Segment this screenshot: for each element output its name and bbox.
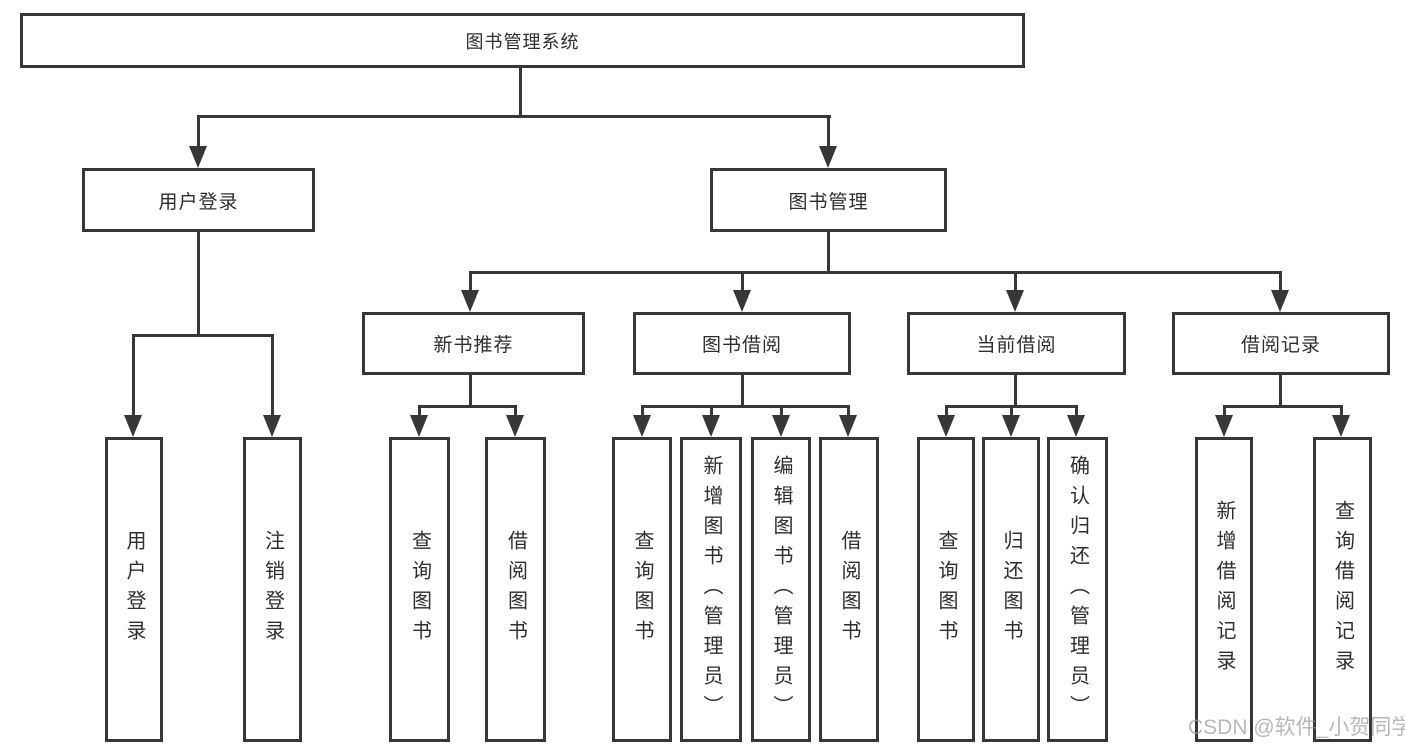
connector-stub — [1014, 271, 1017, 292]
connector-stub — [469, 271, 472, 292]
arrow-down-icon — [733, 290, 751, 312]
connector-stub — [741, 271, 744, 292]
node-label: 查询图书 — [408, 529, 431, 650]
node-return-books: 归还图书 — [982, 437, 1040, 742]
arrow-down-icon — [819, 146, 837, 168]
arrow-down-icon — [506, 415, 524, 437]
node-label: 查询图书 — [935, 529, 957, 650]
node-borrow-books: 借阅图书 — [819, 437, 879, 742]
node-user-login-action: 用户登录 — [105, 437, 163, 742]
connector-stub — [1223, 405, 1226, 417]
connector-stub — [827, 115, 830, 148]
arrow-down-icon — [633, 415, 651, 437]
arrow-down-icon — [124, 415, 142, 437]
node-logout: 注销登录 — [243, 437, 302, 742]
arrow-down-icon — [839, 415, 857, 437]
arrow-down-icon — [189, 146, 207, 168]
connector-stub — [1279, 271, 1282, 292]
connector-stub — [418, 405, 421, 417]
node-label: 新增图书（管理员） — [700, 454, 722, 725]
node-label: 用户登录 — [158, 191, 239, 213]
arrow-down-icon — [410, 415, 428, 437]
connector-book-mgmt-trunk — [827, 232, 830, 274]
connector-group-trunk — [469, 375, 472, 408]
connector-group-branch — [418, 405, 517, 408]
node-label: 借阅图书 — [504, 529, 527, 650]
connector-group-trunk — [1279, 375, 1282, 408]
node-book-borrowing: 图书借阅 — [633, 312, 851, 375]
node-label: 图书管理 — [788, 191, 869, 213]
node-add-borrow-record: 新增借阅记录 — [1195, 437, 1253, 742]
connector-stub — [847, 405, 850, 417]
node-label: 编辑图书（管理员） — [770, 454, 792, 725]
csdn-watermark: CSDN @软件_小贺同学 — [1188, 716, 1405, 739]
arrow-down-icon — [1271, 290, 1289, 312]
connector-stub — [1010, 405, 1013, 417]
connector-stub — [1075, 405, 1078, 417]
node-borrow-books: 借阅图书 — [485, 437, 546, 742]
connector-group-trunk — [1014, 375, 1017, 408]
node-query-books: 查询图书 — [612, 437, 672, 742]
node-add-book-admin: 新增图书（管理员） — [680, 437, 742, 742]
arrow-down-icon — [263, 415, 281, 437]
connector-group-branch — [1223, 405, 1343, 408]
node-label: 查询借阅记录 — [1331, 499, 1354, 680]
connector-user-login-trunk — [197, 232, 200, 337]
node-borrow-records: 借阅记录 — [1172, 312, 1390, 375]
arrow-down-icon — [1067, 415, 1085, 437]
connector-user-login-branch — [132, 334, 274, 337]
connector-stub — [710, 405, 713, 417]
arrow-down-icon — [1215, 415, 1233, 437]
connector-stub — [197, 115, 200, 148]
node-current-borrowing: 当前借阅 — [907, 312, 1126, 375]
arrow-down-icon — [1332, 415, 1350, 437]
node-label: 查询图书 — [631, 529, 653, 650]
connector-root-branch — [197, 115, 831, 118]
arrow-down-icon — [1006, 290, 1024, 312]
node-label: 图书借阅 — [701, 335, 782, 356]
arrow-down-icon — [461, 290, 479, 312]
node-confirm-return-admin: 确认归还（管理员） — [1047, 437, 1108, 742]
node-label: 当前借阅 — [976, 335, 1057, 356]
node-label: 归还图书 — [1000, 529, 1022, 650]
connector-stub — [514, 405, 517, 417]
connector-stub — [780, 405, 783, 417]
node-label: 新书推荐 — [433, 335, 514, 356]
node-label: 图书管理系统 — [465, 31, 580, 52]
node-label: 确认归还（管理员） — [1066, 454, 1089, 725]
node-label: 新增借阅记录 — [1213, 499, 1235, 680]
connector-root-trunk — [519, 68, 522, 118]
arrow-down-icon — [702, 415, 720, 437]
node-label: 用户登录 — [123, 529, 145, 650]
connector-group-branch — [641, 405, 850, 408]
node-user-login: 用户登录 — [82, 168, 315, 232]
node-query-books: 查询图书 — [389, 437, 450, 742]
connector-stub — [1340, 405, 1343, 417]
node-label: 注销登录 — [261, 529, 284, 650]
node-query-borrow-record: 查询借阅记录 — [1313, 437, 1372, 742]
node-query-books: 查询图书 — [917, 437, 975, 742]
arrow-down-icon — [772, 415, 790, 437]
connector-book-mgmt-branch — [469, 271, 1282, 274]
node-library-system: 图书管理系统 — [20, 13, 1025, 68]
arrow-down-icon — [1002, 415, 1020, 437]
node-label: 借阅图书 — [838, 529, 860, 650]
connector-stub — [945, 405, 948, 417]
node-edit-book-admin: 编辑图书（管理员） — [751, 437, 811, 742]
node-new-book-recommend: 新书推荐 — [362, 312, 585, 375]
connector-stub — [641, 405, 644, 417]
arrow-down-icon — [937, 415, 955, 437]
connector-stub — [132, 334, 135, 417]
connector-stub — [271, 334, 274, 417]
connector-group-trunk — [741, 375, 744, 408]
node-label: 借阅记录 — [1240, 335, 1321, 356]
node-book-management: 图书管理 — [710, 168, 947, 232]
